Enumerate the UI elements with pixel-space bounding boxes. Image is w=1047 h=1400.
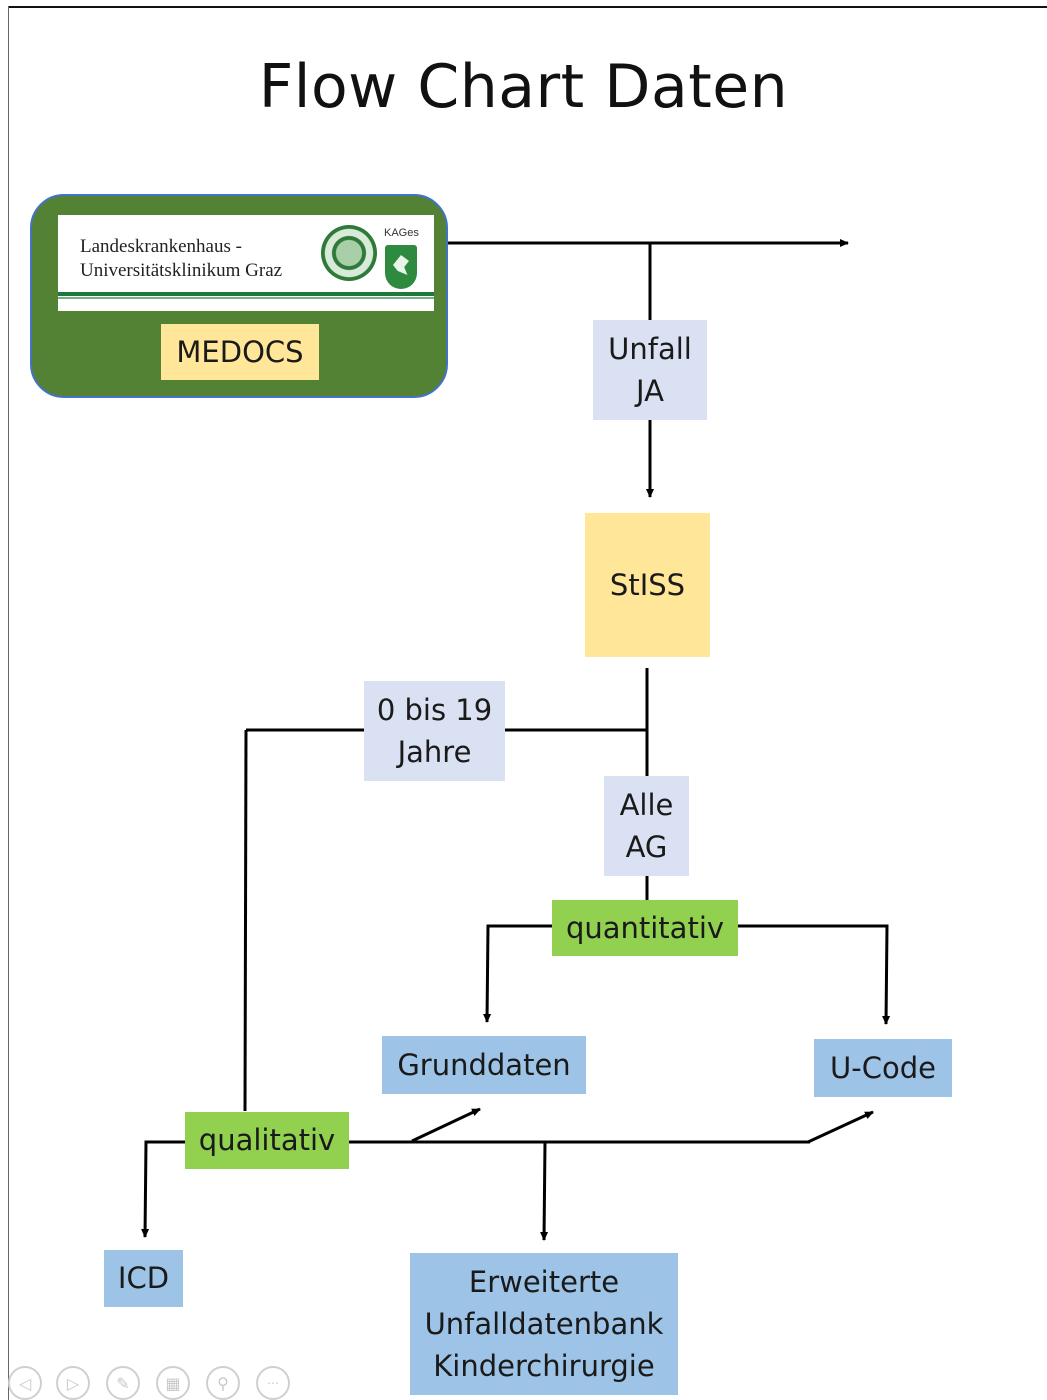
prev-icon[interactable]: ◁ bbox=[8, 1366, 42, 1400]
stiss-node: StISS bbox=[585, 513, 710, 657]
grunddaten-node: Grunddaten bbox=[382, 1036, 586, 1094]
frame-top-border bbox=[8, 6, 1047, 8]
hospital-name: Landeskrankenhaus - Universitätsklinikum… bbox=[80, 236, 283, 281]
quantitativ-label: quantitativ bbox=[565, 910, 725, 945]
arrow-to-erweiterte bbox=[540, 1141, 549, 1241]
age-0-19-label: 0 bis 19 Jahre bbox=[376, 692, 493, 769]
next-icon[interactable]: ▷ bbox=[56, 1366, 90, 1400]
slides-icon[interactable]: ▦ bbox=[156, 1366, 190, 1400]
arrow-to-icd bbox=[141, 1140, 185, 1238]
arrow-to-grunddaten-diag bbox=[411, 1107, 481, 1143]
pen-icon[interactable]: ✎ bbox=[106, 1366, 140, 1400]
arrow-to-ucode-diag bbox=[807, 1110, 874, 1144]
kages-label: KAGes bbox=[384, 227, 419, 239]
arrow-to-ucode bbox=[738, 924, 891, 1025]
erweiterte-label: Erweiterte Unfalldatenbank Kinderchirurg… bbox=[424, 1264, 664, 1384]
stiss-label: StISS bbox=[609, 567, 686, 602]
quantitativ-node: quantitativ bbox=[552, 900, 738, 956]
line-to-qualitativ bbox=[243, 729, 248, 1112]
u-code-node: U-Code bbox=[814, 1039, 952, 1097]
alle-ag-node: Alle AG bbox=[604, 776, 689, 876]
page-title: Flow Chart Daten bbox=[258, 52, 789, 122]
qualitativ-node: qualitativ bbox=[185, 1112, 349, 1169]
age-0-19-node: 0 bis 19 Jahre bbox=[364, 681, 505, 781]
zoom-icon[interactable]: ⚲ bbox=[206, 1366, 240, 1400]
u-code-label: U-Code bbox=[830, 1050, 936, 1085]
arrow-to-grunddaten bbox=[483, 924, 552, 1023]
medocs-node: MEDOCS bbox=[161, 324, 319, 380]
more-icon[interactable]: ⋯ bbox=[256, 1366, 290, 1400]
unfall-ja-node: Unfall JA bbox=[593, 320, 707, 420]
icd-node: ICD bbox=[104, 1250, 183, 1307]
styria-shield-icon bbox=[385, 245, 417, 289]
hospital-logo: Landeskrankenhaus - Universitätsklinikum… bbox=[58, 215, 434, 311]
qualitativ-label: qualitativ bbox=[198, 1123, 336, 1158]
erweiterte-node: Erweiterte Unfalldatenbank Kinderchirurg… bbox=[410, 1253, 678, 1395]
medocs-label: MEDOCS bbox=[176, 334, 304, 369]
logo-divider bbox=[58, 292, 434, 296]
unfall-ja-label: Unfall JA bbox=[608, 331, 692, 408]
grunddaten-label: Grunddaten bbox=[397, 1047, 571, 1082]
alle-ag-label: Alle AG bbox=[619, 787, 674, 864]
university-seal-icon bbox=[321, 225, 377, 281]
logo-divider-thin bbox=[58, 297, 434, 299]
icd-label: ICD bbox=[117, 1261, 170, 1296]
frame-left-border bbox=[8, 6, 9, 1400]
